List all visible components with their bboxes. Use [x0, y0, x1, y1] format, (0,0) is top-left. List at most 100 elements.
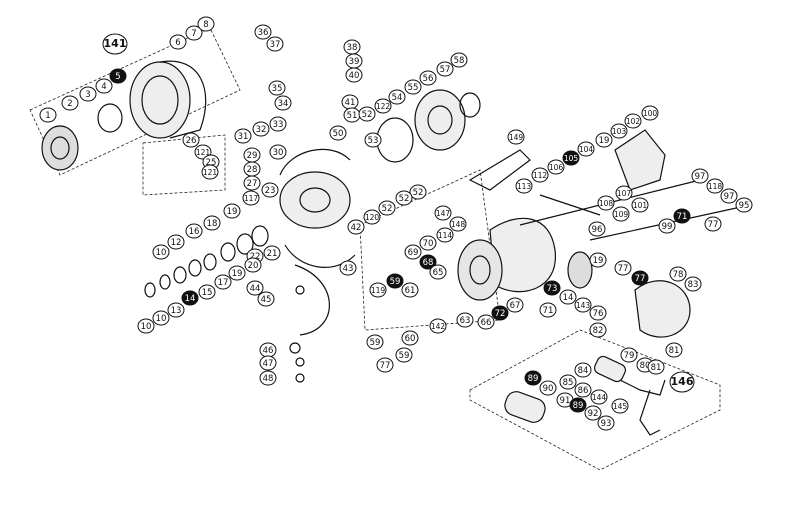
callout-label: 119: [371, 286, 386, 295]
callout-label: 57: [440, 65, 451, 75]
callout-14: 14: [181, 290, 199, 306]
callout-149: 149: [507, 129, 525, 145]
callout-92: 92: [584, 405, 602, 421]
callout-label: 34: [278, 99, 289, 109]
callout-113: 113: [515, 178, 533, 194]
callout-label: 48: [263, 374, 274, 384]
callout-label: 8: [203, 20, 208, 30]
callout-label: 122: [376, 102, 391, 111]
callout-label: 104: [579, 145, 594, 154]
callout-label: 59: [370, 338, 381, 348]
callout-10: 10: [152, 244, 170, 260]
callout-label: 61: [405, 286, 416, 296]
callout-29: 29: [243, 147, 261, 163]
callout-label: 96: [592, 225, 603, 235]
callout-label: 101: [633, 201, 648, 210]
callout-73: 73: [543, 280, 561, 296]
callout-1: 1: [39, 107, 57, 123]
callout-112: 112: [531, 167, 549, 183]
callout-label: 27: [247, 179, 258, 189]
callout-label: 149: [509, 133, 524, 142]
callout-label: 97: [695, 172, 706, 182]
callout-label: 50: [333, 129, 344, 139]
callout-43: 43: [339, 260, 357, 276]
callout-8: 8: [197, 16, 215, 32]
callout-label: 79: [624, 351, 635, 361]
callout-5: 5: [109, 68, 127, 84]
callout-21: 21: [263, 245, 281, 261]
callout-label: 71: [543, 306, 554, 316]
callout-label: 59: [399, 351, 410, 361]
callout-label: 81: [669, 346, 680, 356]
callout-label: 39: [349, 57, 360, 67]
callout-label: 52: [362, 110, 373, 120]
callout-104: 104: [577, 141, 595, 157]
callout-label: 114: [438, 231, 453, 240]
callout-label: 89: [528, 374, 539, 384]
callout-59: 59: [366, 334, 384, 350]
callout-label: 108: [599, 199, 614, 208]
callout-label: 66: [481, 318, 492, 328]
callout-12: 12: [167, 234, 185, 250]
callout-label: 14: [563, 293, 574, 303]
callout-106: 106: [547, 159, 565, 175]
callout-52: 52: [358, 106, 376, 122]
callout-51: 51: [343, 107, 361, 123]
callout-28: 28: [243, 161, 261, 177]
callout-label: 117: [244, 194, 259, 203]
callout-label: 146: [671, 375, 694, 388]
callout-label: 1: [45, 111, 50, 121]
callout-label: 29: [247, 151, 258, 161]
callout-37: 37: [266, 36, 284, 52]
callout-label: 32: [256, 125, 267, 135]
callout-label: 102: [626, 117, 641, 126]
callout-label: 85: [563, 378, 574, 388]
callout-label: 2: [67, 99, 72, 109]
callout-13: 13: [167, 302, 185, 318]
callout-61: 61: [401, 282, 419, 298]
callout-58: 58: [450, 52, 468, 68]
callout-label: 60: [405, 334, 416, 344]
callout-label: 25: [206, 158, 217, 168]
callout-18: 18: [203, 215, 221, 231]
callout-36: 36: [254, 24, 272, 40]
callout-label: 112: [533, 171, 548, 180]
callout-label: 120: [365, 213, 380, 222]
callout-label: 10: [156, 314, 167, 324]
callout-label: 76: [593, 309, 604, 319]
callout-label: 83: [688, 280, 699, 290]
callout-label: 106: [549, 163, 564, 172]
callout-label: 54: [392, 93, 403, 103]
callout-label: 63: [460, 316, 471, 326]
callout-14: 14: [559, 289, 577, 305]
callout-label: 72: [495, 309, 506, 319]
callout-79: 79: [620, 347, 638, 363]
callout-145: 145: [611, 398, 629, 414]
callout-label: 18: [207, 219, 218, 229]
callout-label: 105: [564, 154, 579, 163]
callout-label: 113: [517, 182, 532, 191]
callout-142: 142: [429, 318, 447, 334]
callout-label: 35: [272, 84, 283, 94]
callout-label: 47: [263, 359, 274, 369]
callout-89: 89: [569, 397, 587, 413]
callout-19: 19: [589, 252, 607, 268]
callout-93: 93: [597, 415, 615, 431]
callout-label: 12: [171, 238, 182, 248]
callout-label: 14: [185, 294, 196, 304]
callout-label: 46: [263, 346, 274, 356]
callout-label: 95: [739, 201, 750, 211]
callout-label: 36: [258, 28, 269, 38]
callout-label: 41: [345, 98, 356, 108]
callout-100: 100: [641, 105, 659, 121]
callout-label: 97: [724, 192, 735, 202]
assembly-group-outlines: [29, 27, 721, 471]
callout-label: 19: [593, 256, 604, 266]
callout-71: 71: [539, 302, 557, 318]
callout-label: 19: [232, 269, 243, 279]
callout-label: 52: [382, 204, 393, 214]
callout-50: 50: [329, 125, 347, 141]
callout-label: 22: [250, 252, 261, 262]
callout-label: 142: [431, 322, 446, 331]
